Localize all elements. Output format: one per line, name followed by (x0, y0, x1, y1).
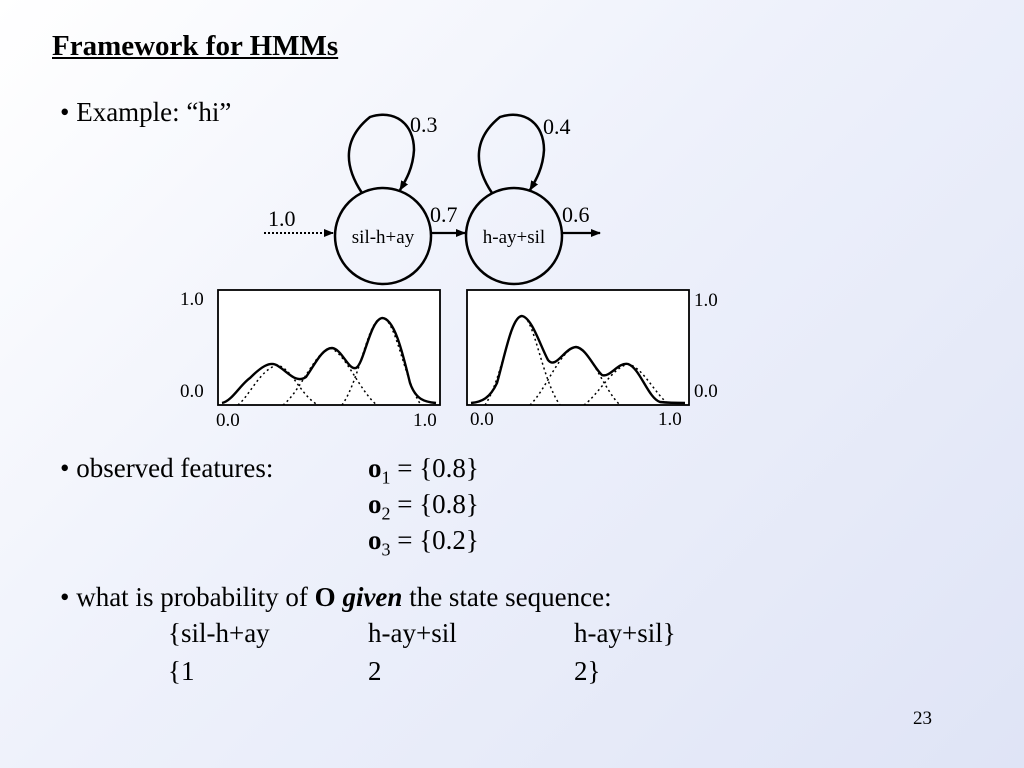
observation-value: = {0.2} (390, 525, 479, 555)
observation-3: o3 = {0.2} (368, 525, 479, 560)
self-loop-prob-1: 0.3 (410, 112, 438, 137)
state-circle-2 (464, 186, 564, 286)
left-plot-component-2 (282, 347, 378, 406)
state-index-cell: {1 (168, 656, 195, 686)
left-plot-x-left: 0.0 (216, 410, 240, 431)
left-plot-x-right: 1.0 (413, 410, 437, 431)
left-plot-mixture (221, 316, 437, 405)
state-index-cell: 2 (368, 656, 382, 686)
observation-subscript: 1 (381, 467, 391, 488)
state-circle-1 (333, 186, 433, 286)
right-plot-y-bottom: 0.0 (694, 381, 718, 402)
self-loop-1 (347, 113, 416, 194)
slide-title: Framework for HMMs (52, 30, 339, 62)
observation-subscript: 2 (381, 503, 391, 524)
self-loop-2 (477, 113, 546, 194)
transition-prob: 0.7 (430, 202, 458, 227)
sequence-cell: h-ay+sil (368, 618, 457, 648)
observation-value: = {0.8} (390, 489, 479, 519)
observation-symbol: o (368, 489, 382, 519)
question-O: O (314, 582, 336, 612)
right-plot-x-right: 1.0 (658, 409, 682, 430)
page-number: 23 (913, 708, 932, 729)
state-label-1: sil-h+ay (352, 227, 415, 248)
sequence-cell: h-ay+sil} (574, 618, 676, 648)
observation-subscript: 3 (381, 539, 391, 560)
right-plot-mixture (470, 314, 686, 405)
bullet-observed-features: • observed features: (60, 453, 274, 483)
self-loop-prob-2: 0.4 (543, 114, 571, 139)
bullet-question: • what is probability of O given the sta… (60, 582, 612, 613)
observation-1: o1 = {0.8} (368, 453, 479, 488)
observation-2: o2 = {0.8} (368, 489, 479, 524)
bullet-example: • Example: “hi” (60, 97, 232, 127)
exit-prob: 0.6 (562, 202, 590, 227)
state-label-2: h-ay+sil (483, 227, 545, 248)
state-index-cell: 2} (574, 656, 601, 686)
left-plot-y-bottom: 0.0 (180, 381, 204, 402)
right-plot-x-left: 0.0 (470, 409, 494, 430)
entry-prob: 1.0 (268, 206, 296, 231)
left-plot-y-top: 1.0 (180, 289, 204, 310)
observation-symbol: o (368, 525, 382, 555)
right-plot-y-top: 1.0 (694, 290, 718, 311)
sequence-cell: {sil-h+ay (168, 618, 270, 648)
observation-value: = {0.8} (390, 453, 479, 483)
question-suffix: the state sequence: (402, 582, 612, 612)
question-prefix: • what is probability of (60, 582, 315, 612)
observation-symbol: o (368, 453, 382, 483)
question-given: given (342, 582, 403, 612)
